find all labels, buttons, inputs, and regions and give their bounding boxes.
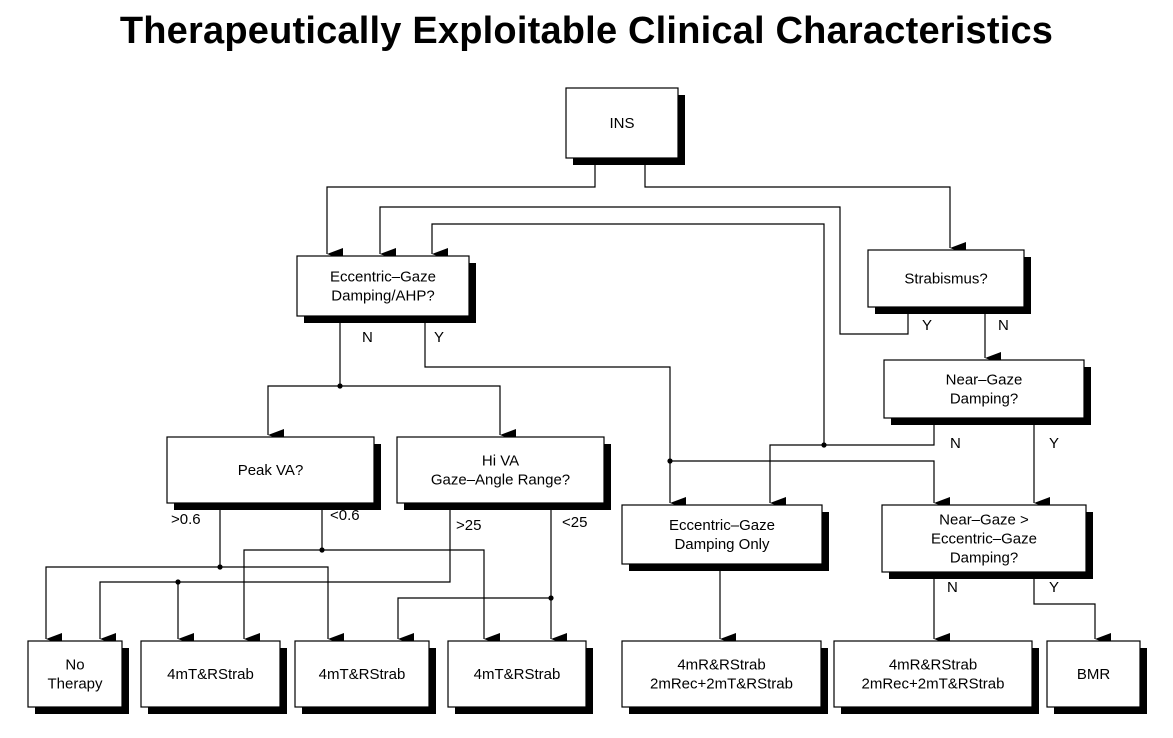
edge-peak-va-high-to-t3 [220, 566, 344, 645]
edge-ecc-gaze-no [267, 316, 341, 441]
edge-label-range-low: <25 [562, 514, 587, 531]
node-box [140, 640, 281, 708]
node-hi-va: Hi VA Gaze–Angle Range? [396, 436, 611, 510]
edge-label-va-low: <0.6 [330, 507, 360, 524]
edge-label-ecc-gaze-yes: Y [434, 329, 444, 346]
node-box [621, 640, 822, 708]
junction-dot [667, 458, 673, 464]
edge-label-near-gaze-yes: Y [1049, 435, 1059, 452]
node-ins: INS [565, 87, 685, 165]
node-box [294, 640, 430, 708]
junction-dot [175, 579, 181, 585]
edge-ecc-gaze-no-to-hi-va [340, 385, 516, 441]
junction-dot [319, 547, 325, 553]
node-box [396, 436, 605, 504]
node-label: 4mT&RStrab [474, 666, 561, 683]
edge-peak-va-low [243, 503, 323, 645]
edge-range-high [99, 503, 451, 645]
node-label: 4mR&RStrab [889, 657, 977, 674]
node-label: Therapy [47, 676, 103, 693]
connector-lines [45, 158, 1111, 645]
node-label: 4mT&RStrab [319, 666, 406, 683]
edge-ngte-yes [1033, 572, 1111, 645]
node-label: Strabismus? [904, 271, 987, 288]
node-label: Near–Gaze > [939, 512, 1029, 529]
node-box [166, 436, 375, 504]
edge-peak-va-high [45, 503, 221, 645]
node-label: 2mRec+2mT&RStrab [650, 676, 793, 693]
page-title: Therapeutically Exploitable Clinical Cha… [119, 10, 1054, 52]
edge-near-gaze-no [431, 223, 935, 446]
edge-peak-va-low-to-t4 [322, 549, 500, 645]
node-label: Eccentric–Gaze [669, 517, 775, 534]
node-box [881, 504, 1087, 573]
junction-dot [217, 564, 223, 570]
node-t4: 4mR&RStrab 2mRec+2mT&RStrab [621, 640, 828, 714]
node-label: INS [609, 115, 634, 132]
edge-label-range-high: >25 [456, 517, 481, 534]
node-box [621, 504, 823, 565]
node-label: Hi VA [482, 453, 519, 470]
node-box [867, 249, 1025, 308]
node-box [27, 640, 123, 708]
edge-ecc-gaze-yes-to-near-gt-ecc [670, 460, 950, 509]
edge-label-near-gaze-no: N [950, 435, 961, 452]
node-label: Damping/AHP? [331, 288, 434, 305]
node-label: Damping? [950, 550, 1018, 567]
node-box [883, 359, 1085, 419]
node-label: Peak VA? [238, 462, 304, 479]
edge-ins-to-ecc-gaze [326, 158, 596, 260]
node-box [296, 255, 470, 317]
junction-dot [337, 383, 343, 389]
junction-dot [548, 595, 554, 601]
edge-label-ngte-no: N [947, 579, 958, 596]
node-label: Eccentric–Gaze [931, 531, 1037, 548]
edge-labels: N Y Y N N Y >0.6 <0.6 >25 <25 N Y [171, 317, 1059, 596]
node-t5: 4mR&RStrab 2mRec+2mT&RStrab [833, 640, 1039, 714]
edge-near-gaze-no-to-ecc-only [769, 444, 824, 509]
edge-label-ngte-yes: Y [1049, 579, 1059, 596]
node-label: Near–Gaze [946, 372, 1023, 389]
node-t2: 4mT&RStrab [294, 640, 436, 714]
node-label: 2mRec+2mT&RStrab [862, 676, 1005, 693]
node-label: Eccentric–Gaze [330, 269, 436, 286]
edge-ecc-gaze-yes [424, 316, 686, 509]
node-box [833, 640, 1033, 708]
node-t3: 4mT&RStrab [447, 640, 593, 714]
node-box [1046, 640, 1141, 708]
node-box [565, 87, 679, 159]
edge-label-ecc-gaze-no: N [362, 329, 373, 346]
edge-label-strabismus-yes: Y [922, 317, 932, 334]
node-t1: 4mT&RStrab [140, 640, 287, 714]
node-label: 4mR&RStrab [677, 657, 765, 674]
node-label: Damping? [950, 391, 1018, 408]
node-peak-va: Peak VA? [166, 436, 381, 510]
node-label: 4mT&RStrab [167, 666, 254, 683]
node-label: Gaze–Angle Range? [431, 472, 570, 489]
edge-label-strabismus-no: N [998, 317, 1009, 334]
node-bmr: BMR [1046, 640, 1147, 714]
node-strabismus: Strabismus? [867, 249, 1031, 314]
edge-label-va-high: >0.6 [171, 511, 201, 528]
edge-range-low-to-t2 [397, 597, 551, 645]
junction-dot [821, 442, 827, 448]
node-label: No [65, 657, 84, 674]
edge-strabismus-yes [379, 206, 909, 335]
edge-ins-to-strabismus [644, 158, 966, 254]
nodes-layer: INSEccentric–GazeDamping/AHP?Strabismus?… [27, 87, 1147, 714]
node-label: BMR [1077, 666, 1111, 683]
node-label: Damping Only [674, 536, 770, 553]
node-box [447, 640, 587, 708]
junction-dots [175, 383, 827, 601]
